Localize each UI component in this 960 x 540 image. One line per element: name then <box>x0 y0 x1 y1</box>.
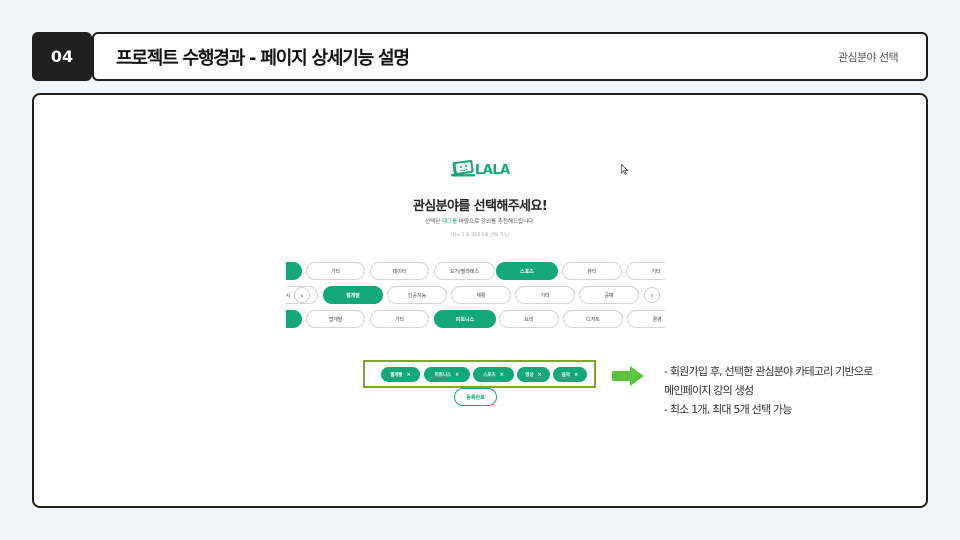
tag-chip[interactable]: 경영 <box>627 310 665 328</box>
close-icon[interactable]: × <box>499 371 504 378</box>
register-complete-button[interactable]: 등록완료 <box>454 388 497 406</box>
feature-description: - 회원가입 후, 선택한 관심분야 카테고리 기반으로 메인페이지 강의 생성… <box>664 365 873 416</box>
mouse-cursor-icon <box>621 164 629 175</box>
selected-chip[interactable]: 스포츠× <box>473 367 514 382</box>
close-icon[interactable]: × <box>574 371 579 378</box>
tag-chip[interactable] <box>286 310 302 328</box>
chevron-right-icon: › <box>650 290 654 300</box>
tag-chip[interactable]: 스포츠 <box>496 262 558 280</box>
logo-text: LALA <box>475 163 510 178</box>
tag-chip[interactable]: 데이터 <box>370 262 429 280</box>
carousel-prev-button[interactable]: ‹ <box>294 287 310 303</box>
tag-chip[interactable]: 앱개발 <box>306 310 365 328</box>
selected-chip[interactable]: 웹개발× <box>381 367 420 382</box>
tag-chip[interactable]: 디저트 <box>563 310 623 328</box>
section-number: 04 <box>32 32 92 81</box>
tag-chip[interactable]: 기타 <box>306 262 365 280</box>
tag-chip[interactable]: 기타 <box>626 262 665 280</box>
chevron-left-icon: ‹ <box>300 290 304 300</box>
tag-chip[interactable] <box>286 262 302 280</box>
tag-carousel: 기타 데이터 요가/필라테스 스포츠 뷰티 기타 시 ‹ 웹개발 인공지능 재활… <box>286 262 665 330</box>
close-icon[interactable]: × <box>406 371 411 378</box>
tag-chip[interactable]: 뷰티 <box>562 262 622 280</box>
tag-chip[interactable]: 기타 <box>515 286 575 304</box>
tag-chip[interactable]: 공예 <box>579 286 639 304</box>
slide-title: 프로젝트 수행경과 - 페이지 상세기능 설명 <box>116 47 410 69</box>
section-label: 관심분야 선택 <box>837 50 899 64</box>
tag-chip[interactable]: 피트니스 <box>434 310 496 328</box>
tag-chip[interactable]: 웹개발 <box>323 286 383 304</box>
tag-chip[interactable]: 재활 <box>451 286 511 304</box>
selected-chip[interactable]: 음악× <box>553 367 587 382</box>
tag-chip[interactable]: 인공지능 <box>387 286 447 304</box>
screen-subtext: 선택된 태그를 바탕으로 강의를 추천해드립니다. <box>425 219 535 225</box>
title-bar: 프로젝트 수행경과 - 페이지 상세기능 설명 관심분야 선택 <box>92 32 928 81</box>
tag-row-2: 시 ‹ 웹개발 인공지능 재활 기타 공예 › <box>286 286 665 306</box>
tag-chip[interactable]: 요리 <box>499 310 559 328</box>
screen-heading: 관심분야를 선택해주세요! <box>412 199 548 214</box>
lala-logo-icon <box>451 159 475 177</box>
close-icon[interactable]: × <box>455 371 460 378</box>
selected-tags-box: 웹개발× 피트니스× 스포츠× 영상× 음악× <box>363 360 596 388</box>
carousel-next-button[interactable]: › <box>644 287 660 303</box>
tag-chip[interactable]: 기타 <box>370 310 429 328</box>
content-panel: LALA 관심분야를 선택해주세요! 선택된 태그를 바탕으로 강의를 추천해드… <box>32 93 928 508</box>
selected-chip[interactable]: 피트니스× <box>424 367 470 382</box>
tag-row-3: 앱개발 기타 피트니스 요리 디저트 경영 <box>286 310 665 330</box>
tag-chip[interactable]: 요가/필라테스 <box>434 262 495 280</box>
arrow-right-icon <box>612 366 644 386</box>
selected-chip[interactable]: 영상× <box>517 367 550 382</box>
selection-hint: (최소 1개, 최대 5개 선택 가능) <box>450 233 510 238</box>
close-icon[interactable]: × <box>537 371 542 378</box>
tag-row-1: 기타 데이터 요가/필라테스 스포츠 뷰티 기타 <box>286 262 665 282</box>
